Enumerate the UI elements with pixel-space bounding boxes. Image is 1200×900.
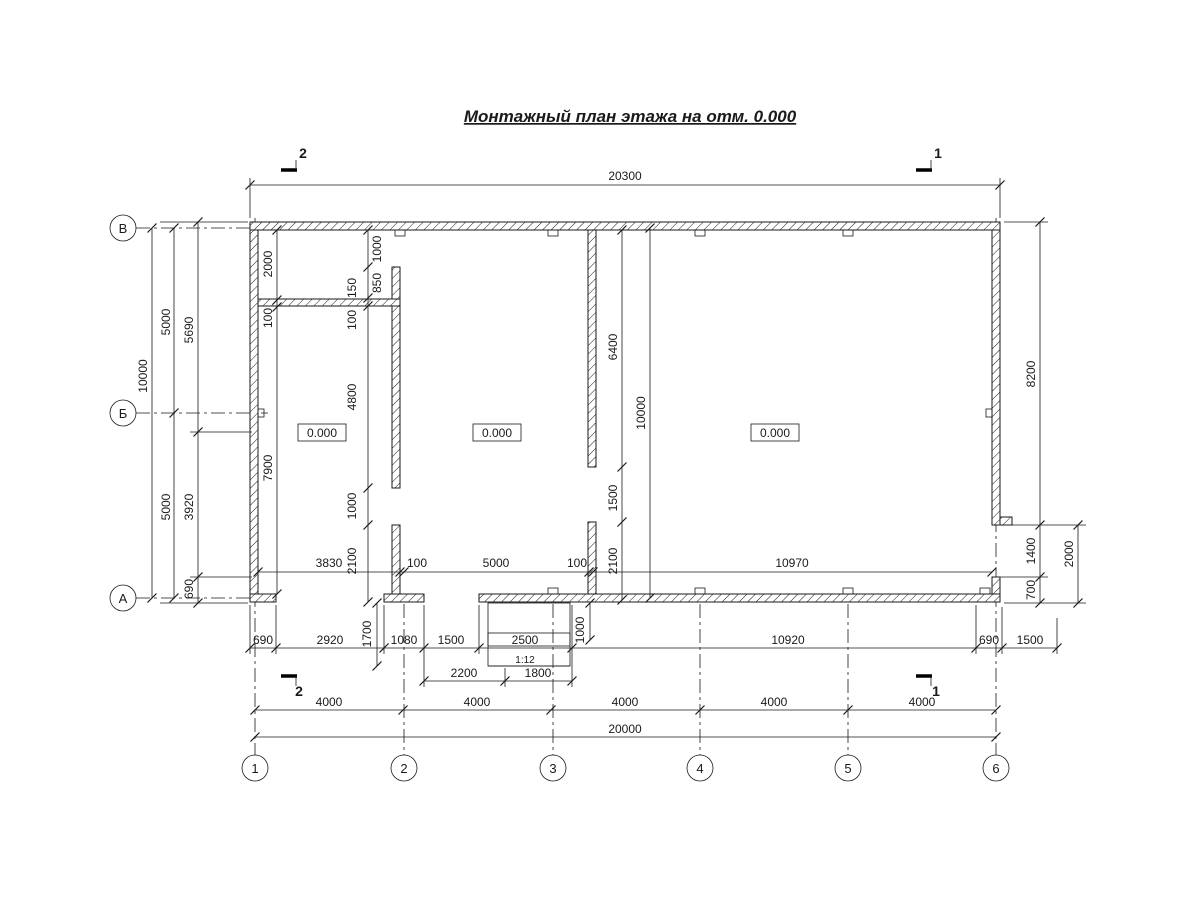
dim-floor-seg1: 3830 [316,556,343,570]
axis-col-4: 4 [696,761,703,776]
dim-porch-depth: 1700 [360,620,374,647]
dim-w2-opening: 1500 [606,484,620,511]
wall-interior-v2-a [587,229,597,468]
dim-w1-wall-thk: 100 [345,310,359,330]
axis-col-2: 2 [400,761,407,776]
dim-w1-door: 1000 [345,492,359,519]
dim-w1-seg-bot: 2100 [345,547,359,574]
wall-bottom-seg2 [478,593,1001,603]
dim-room1-lower: 7900 [261,454,275,481]
wall-bottom-stub-left [249,593,277,603]
dim-w1-seg-top: 850 [370,273,384,293]
dim-floor-seg3: 10970 [775,556,809,570]
dim-right-seg-bot: 700 [1024,580,1038,600]
section-mark-bottom-right: 1 [932,683,940,699]
wall-right-upper [991,229,1001,526]
section-mark-bottom-left: 2 [295,683,303,699]
beam-marks [257,229,993,595]
dim-right-seg-top: 8200 [1024,360,1038,387]
wall-interior-v1-b [391,305,401,489]
dim-mid-total: 10000 [634,396,648,430]
dim-left-seg-bot: 690 [182,579,196,599]
dim-b1-6: 10920 [771,633,805,647]
dim-b2-1: 2200 [451,666,478,680]
wall-left [249,229,259,603]
dim-b1-8: 1500 [1017,633,1044,647]
axis-row-mid: Б [119,406,128,421]
wall-interior-v2-b [587,521,597,595]
section-mark-top-right: 1 [934,145,942,161]
dim-spacing-2: 4000 [464,695,491,709]
wall-bottom-seg1 [383,593,425,603]
dim-top-overall: 20300 [608,169,642,183]
dim-b1-4: 1500 [438,633,465,647]
dim-room1-height: 2000 [261,250,275,277]
ramp [487,602,571,667]
wall-interior-horizontal [257,298,401,307]
dim-left-total: 10000 [136,359,150,393]
dim-spacing-4: 4000 [761,695,788,709]
wall-top [249,221,1001,231]
section-marks: 2 1 2 1 [281,145,942,699]
wall-interior-v1-a [391,266,401,300]
axis-col-1: 1 [251,761,258,776]
extension-lines [160,178,1086,687]
axis-row-top: В [119,221,128,236]
dim-left-upper: 5000 [159,308,173,335]
axis-col-6: 6 [992,761,999,776]
dim-b2-2: 1800 [525,666,552,680]
wall-right-return [999,516,1013,526]
dimension-texts: 20300 10000 5000 5000 5690 3920 690 2000… [136,169,1076,736]
axis-row-bottom: А [119,591,128,606]
elevation-room2: 0.000 [482,426,512,440]
elevation-room3: 0.000 [760,426,790,440]
dim-spacing-5: 4000 [909,695,936,709]
walls [249,221,1013,603]
dim-right-opening-full: 2000 [1062,540,1076,567]
dim-b1-2: 2920 [317,633,344,647]
dim-b1-5: 2500 [512,633,539,647]
drawing-title: Монтажный план этажа на отм. 0.000 [464,107,797,126]
dimension-lines [146,179,1084,743]
dim-left-lower: 5000 [159,493,173,520]
elevation-room1: 0.000 [307,426,337,440]
dim-b1-1: 690 [253,633,273,647]
room-elevation-labels: 0.000 0.000 0.000 [297,423,800,442]
dim-bottom-overall: 20000 [608,722,642,736]
dim-floor-thk1: 100 [407,556,427,570]
dim-w1-opening-top: 1000 [370,235,384,262]
dim-w1-seg-mid: 4800 [345,383,359,410]
dim-ramp-len: 1000 [573,616,587,643]
dim-left-seg-mid: 3920 [182,493,196,520]
dim-w2-seg-bot: 2100 [606,547,620,574]
dim-room1-wall: 100 [261,308,275,328]
dim-left-seg-top: 5690 [182,316,196,343]
dim-floor-seg2: 5000 [483,556,510,570]
axis-col-5: 5 [844,761,851,776]
dim-w1-gap: 150 [345,278,359,298]
axis-circles: В Б А 1 2 3 4 5 6 [109,214,1010,782]
dim-w2-seg-top: 6400 [606,333,620,360]
wall-interior-v1-c [391,524,401,595]
ramp-slope-label: 1:12 [515,655,535,666]
dim-spacing-1: 4000 [316,695,343,709]
dim-spacing-3: 4000 [612,695,639,709]
dim-right-opening: 1400 [1024,537,1038,564]
section-mark-top-left: 2 [299,145,307,161]
dim-b1-7: 690 [979,633,999,647]
dim-floor-thk2: 100 [567,556,587,570]
axis-col-3: 3 [549,761,556,776]
dim-b1-3: 1080 [391,633,418,647]
